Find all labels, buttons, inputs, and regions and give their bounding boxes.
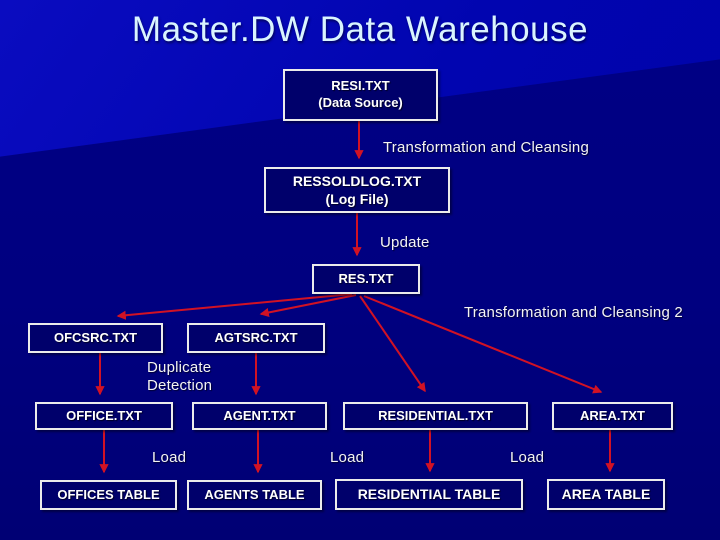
label-load-1: Load — [152, 449, 187, 466]
label-load-3: Load — [510, 449, 545, 466]
arrow-res-to-area — [363, 295, 603, 394]
box-office-txt: OFFICE.TXT — [35, 402, 173, 430]
box-area-table: AREA TABLE — [547, 479, 665, 510]
box-agent-txt-title: AGENT.TXT — [223, 407, 296, 423]
box-residential-table: RESIDENTIAL TABLE — [335, 479, 523, 510]
box-agents-table: AGENTS TABLE — [187, 480, 322, 510]
label-update: Update — [380, 234, 430, 251]
label-load-2: Load — [330, 449, 365, 466]
label-duplicate-detection-line2: Detection — [147, 377, 213, 394]
arrow-res-to-agtsrc — [259, 294, 357, 317]
box-agtsrc-txt: AGTSRC.TXT — [187, 323, 325, 353]
arrow-res-to-ofcsrc — [116, 293, 353, 320]
arrow-res-to-residential — [359, 295, 426, 393]
box-agent-txt: AGENT.TXT — [192, 402, 327, 430]
box-resi-txt-title: RESI.TXT — [331, 78, 390, 94]
box-offices-table-title: OFFICES TABLE — [57, 486, 160, 502]
box-residential-txt-title: RESIDENTIAL.TXT — [378, 407, 493, 423]
box-resi-txt: RESI.TXT (Data Source) — [283, 69, 438, 121]
box-resi-txt-subtitle: (Data Source) — [318, 95, 403, 110]
box-office-txt-title: OFFICE.TXT — [66, 407, 142, 423]
box-res-txt: RES.TXT — [312, 264, 420, 294]
box-agents-table-title: AGENTS TABLE — [204, 486, 305, 502]
box-ofcsrc-txt: OFCSRC.TXT — [28, 323, 163, 353]
box-residential-txt: RESIDENTIAL.TXT — [343, 402, 528, 430]
box-agtsrc-txt-title: AGTSRC.TXT — [214, 329, 298, 345]
box-area-table-title: AREA TABLE — [561, 486, 651, 503]
slide-title: Master.DW Data Warehouse — [131, 10, 589, 49]
box-ofcsrc-txt-title: OFCSRC.TXT — [53, 329, 138, 345]
box-offices-table: OFFICES TABLE — [40, 480, 177, 510]
label-transformation-and-cleansing: Transformation and Cleansing — [383, 139, 589, 156]
box-ressoldlog-txt: RESSOLDLOG.TXT (Log File) — [264, 167, 450, 213]
box-area-txt: AREA.TXT — [552, 402, 673, 430]
box-res-txt-title: RES.TXT — [338, 270, 394, 286]
box-area-txt-title: AREA.TXT — [580, 407, 645, 423]
box-ressoldlog-txt-title: RESSOLDLOG.TXT — [292, 172, 422, 189]
label-duplicate-detection: Duplicate Detection — [147, 359, 212, 395]
label-duplicate-detection-line1: Duplicate — [147, 359, 212, 376]
box-ressoldlog-txt-subtitle: (Log File) — [325, 191, 389, 207]
box-residential-table-title: RESIDENTIAL TABLE — [357, 486, 501, 503]
label-transformation-and-cleansing-2: Transformation and Cleansing 2 — [464, 304, 683, 321]
